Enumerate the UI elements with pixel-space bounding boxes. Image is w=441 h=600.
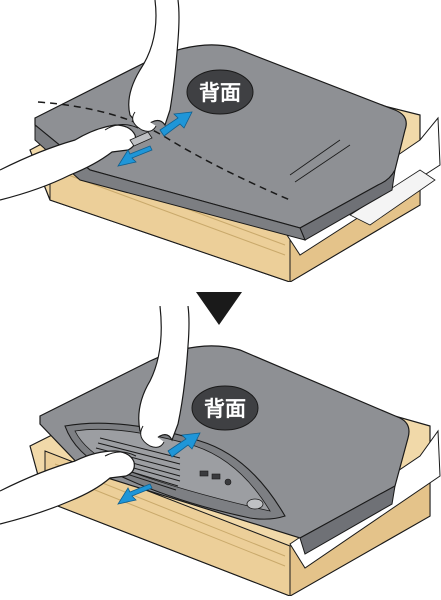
back-label-text: 背面	[204, 397, 246, 421]
back-label-badge: 背面	[192, 386, 258, 430]
back-label-text: 背面	[199, 81, 241, 105]
step-2-illustration: 背面	[0, 306, 441, 596]
step-2-drawing: 背面	[0, 306, 441, 596]
back-label-badge: 背面	[187, 70, 253, 114]
step-1-illustration: 背面	[0, 0, 441, 282]
step-1-drawing: 背面	[0, 0, 441, 282]
